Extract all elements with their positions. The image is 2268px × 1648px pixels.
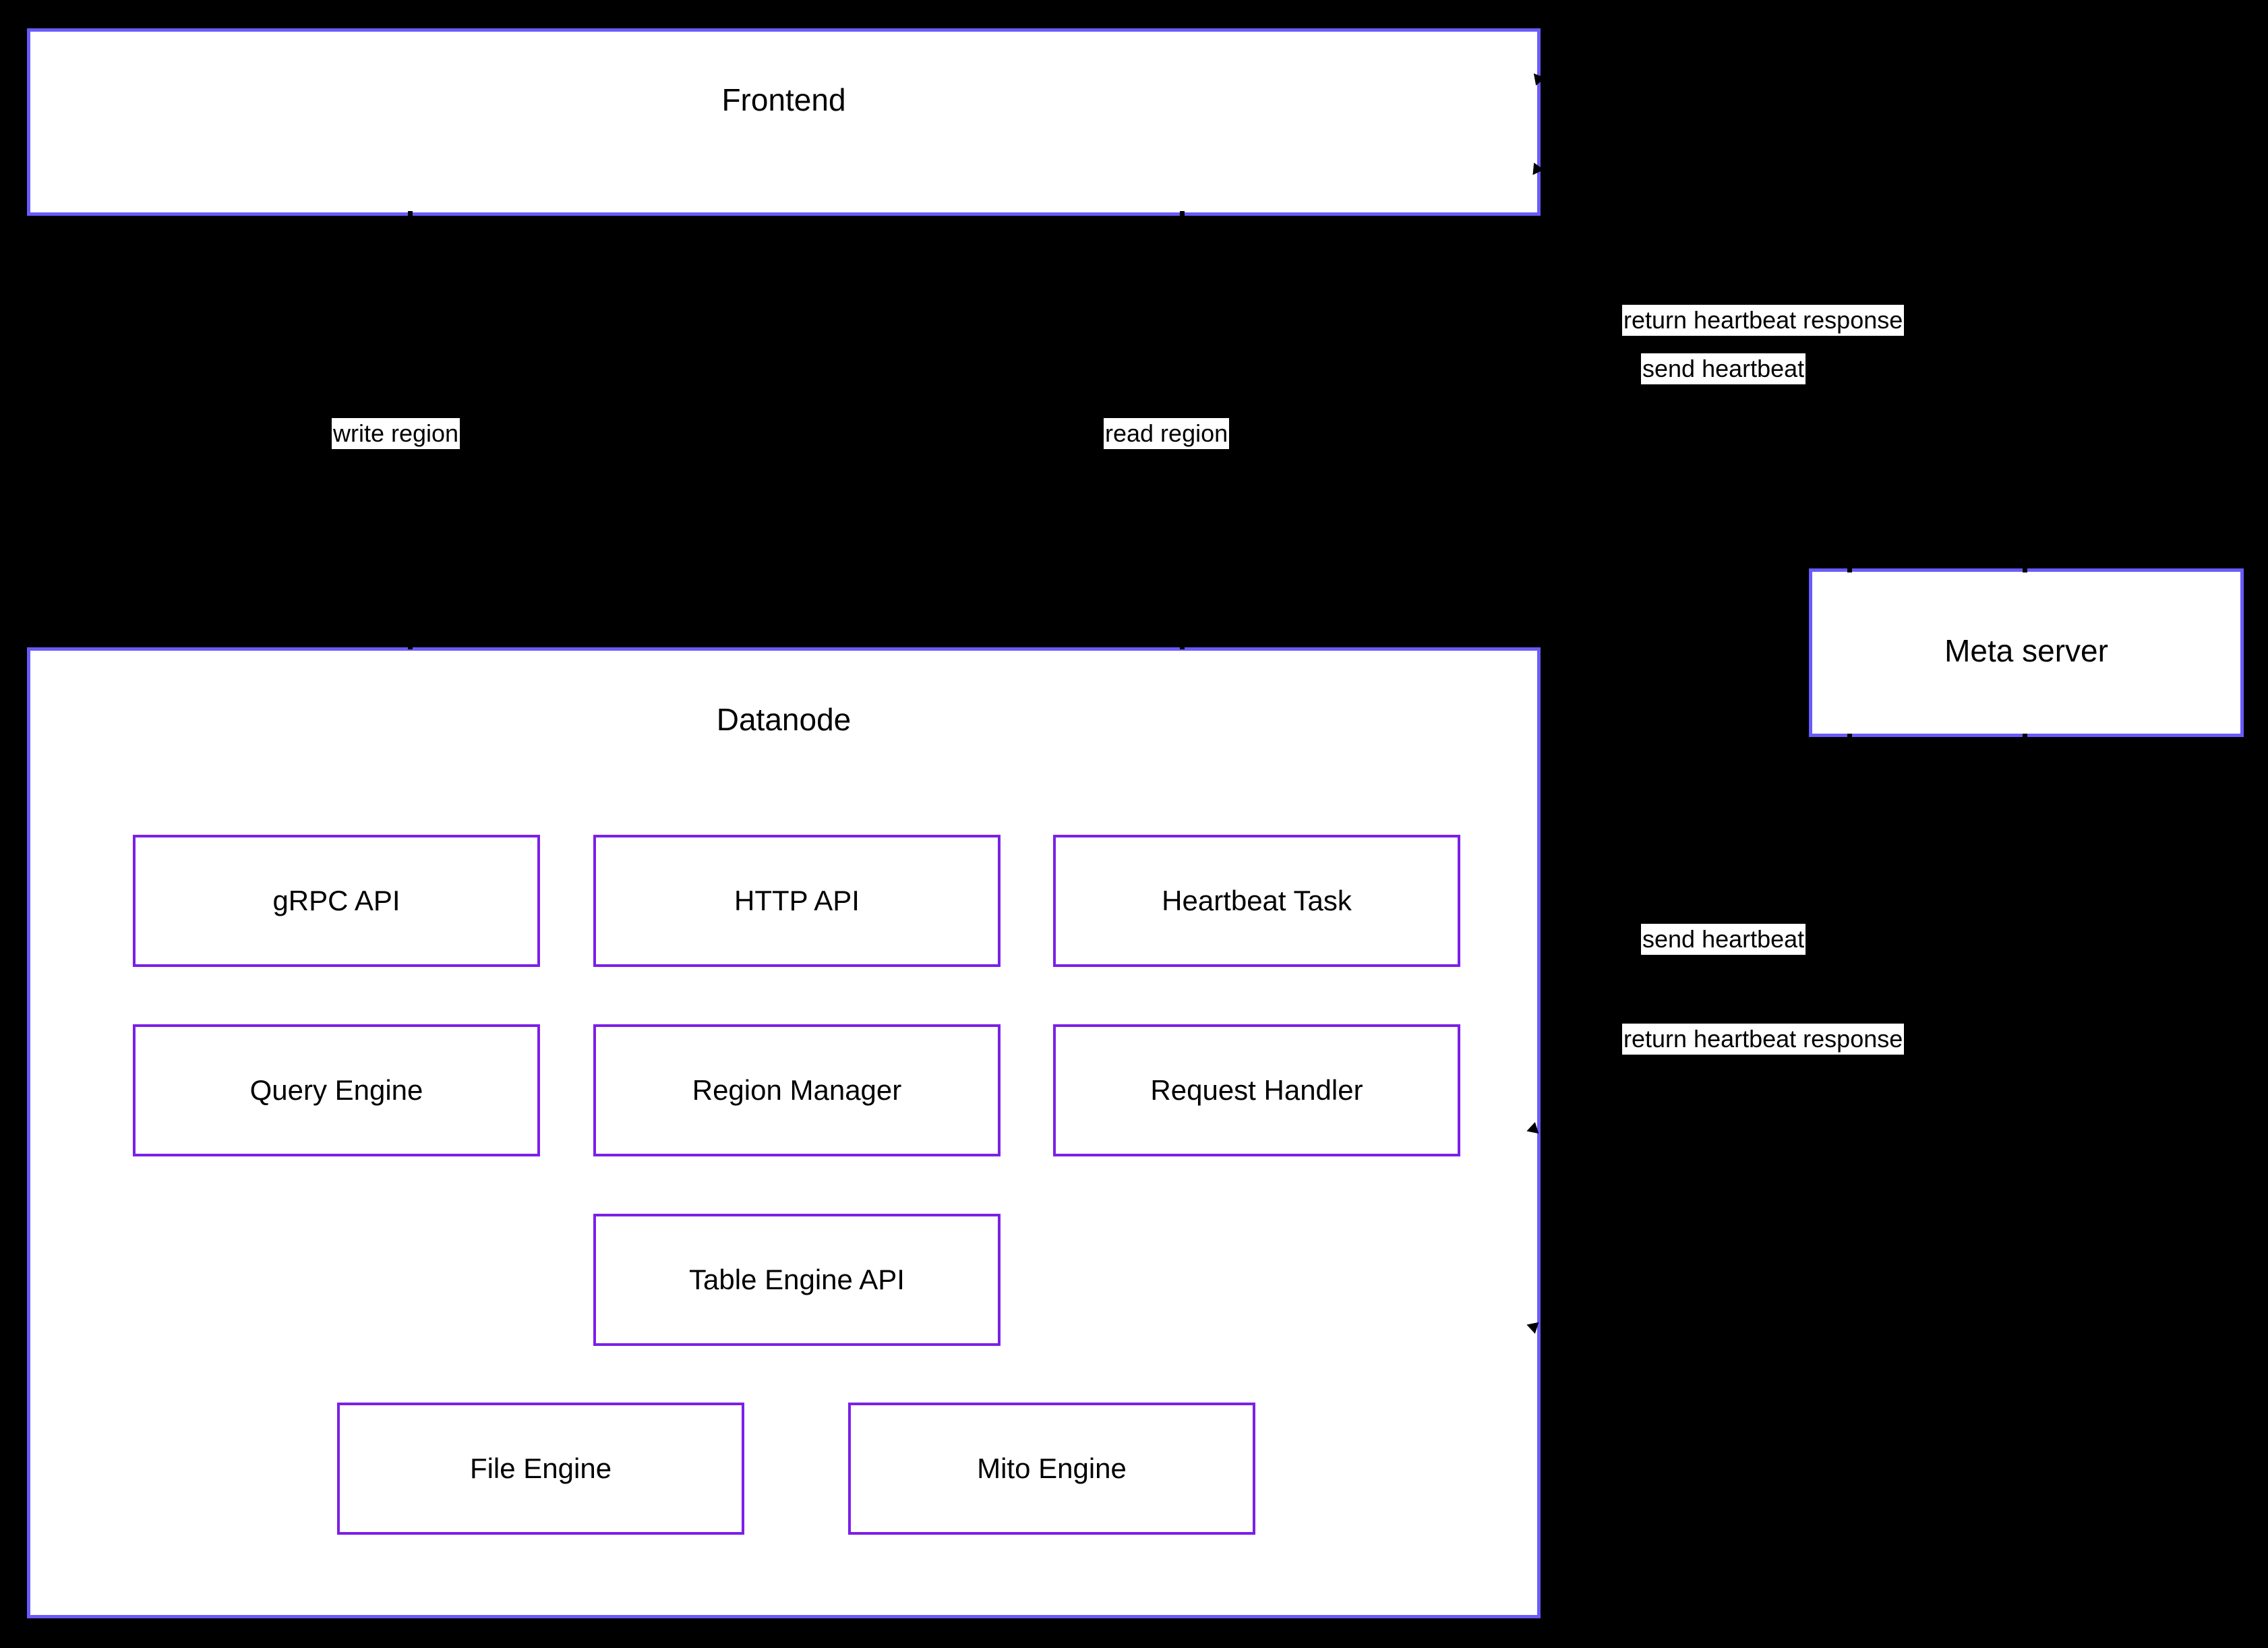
frontend-label: Frontend [721,82,846,117]
component-region-manager[interactable]: Region Manager [593,1024,1001,1156]
edge-label-meta-send-heartbeat: send heartbeat [1641,353,1806,385]
edge-label-datanode-send-heartbeat: send heartbeat [1641,924,1806,955]
component-file-engine[interactable]: File Engine [337,1403,744,1535]
datanode-label: Datanode [716,702,852,737]
frontend-write-connector [408,211,413,222]
component-grpc-api-label: gRPC API [272,884,400,916]
edge-label-datanode-return-heartbeat-response: return heartbeat response [1622,1024,1905,1055]
component-query-engine[interactable]: Query Engine [133,1024,540,1156]
component-grpc-api[interactable]: gRPC API [133,835,540,967]
datanode-write-connector [408,639,413,649]
frontend-read-connector [1180,211,1185,222]
meta-heartbeat-bottom-connector-right [2023,734,2027,744]
component-table-engine-api[interactable]: Table Engine API [593,1214,1001,1346]
meta-heartbeat-top-connector-left [1847,562,1852,572]
component-mito-engine-label: Mito Engine [977,1452,1127,1484]
component-request-handler[interactable]: Request Handler [1053,1024,1460,1156]
meta-server-label: Meta server [1944,633,2108,668]
component-heartbeat-task[interactable]: Heartbeat Task [1053,835,1460,967]
edge-label-meta-return-heartbeat-response: return heartbeat response [1622,305,1905,336]
component-mito-engine[interactable]: Mito Engine [848,1403,1255,1535]
edge-label-write-region: write region [332,418,460,450]
component-heartbeat-task-label: Heartbeat Task [1162,884,1352,916]
meta-send-heartbeat-arrowhead [1818,343,1834,359]
component-request-handler-label: Request Handler [1150,1073,1363,1106]
component-query-engine-label: Query Engine [249,1073,423,1106]
component-region-manager-label: Region Manager [692,1073,902,1106]
edge-label-read-region: read region [1104,418,1230,450]
meta-heartbeat-top-connector-right [2023,562,2027,572]
component-http-api-label: HTTP API [734,884,860,916]
component-table-engine-api-label: Table Engine API [689,1263,905,1295]
component-http-api[interactable]: HTTP API [593,835,1001,967]
meta-heartbeat-bottom-connector-left [1847,734,1852,744]
frontend-container[interactable] [27,28,1541,216]
datanode-read-connector [1180,639,1185,649]
component-file-engine-label: File Engine [469,1452,612,1484]
